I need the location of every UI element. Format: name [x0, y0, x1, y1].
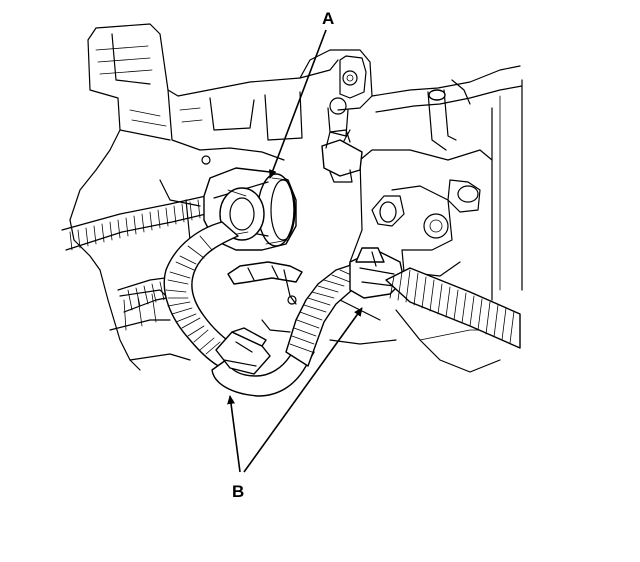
- hose-bracket: [227, 261, 303, 305]
- upper-clip: [321, 129, 363, 183]
- leader-a: [269, 29, 327, 179]
- right-large-hose: [385, 267, 521, 349]
- leader-b-left: [227, 395, 241, 473]
- leader-b-right: [243, 307, 363, 473]
- callout-a-label: A: [322, 9, 334, 28]
- callout-leaders: [227, 29, 363, 473]
- callout-b-label: B: [232, 482, 244, 501]
- left-wire-harness: [61, 195, 207, 251]
- hose-clip-left: [215, 327, 271, 375]
- right-connector: [349, 247, 405, 299]
